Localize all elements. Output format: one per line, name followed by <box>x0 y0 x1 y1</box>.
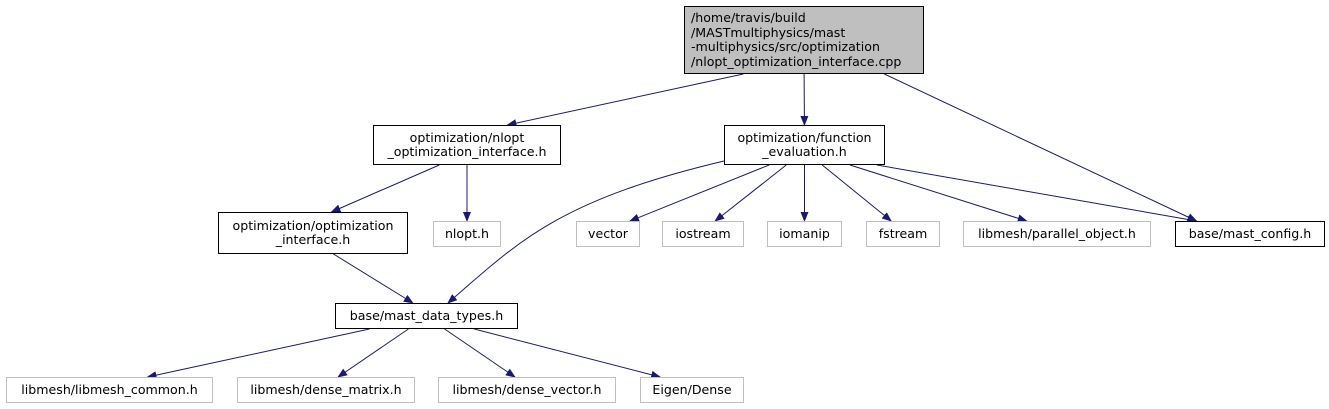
dependency-edge-mast_data_types-to-eigen_dense <box>474 328 662 379</box>
parallel-object-header-node[interactable]: libmesh/parallel_object.h <box>963 221 1151 247</box>
libmesh-common-header-node[interactable]: libmesh/libmesh_common.h <box>6 377 213 403</box>
dependency-edge-func_eval-to-fstream <box>821 164 892 222</box>
node-label-line: /home/travis/build <box>691 10 806 25</box>
dependency-edge-func_eval-to-mast_config <box>876 164 1198 224</box>
eigen-dense-header-node[interactable]: Eigen/Dense <box>640 377 744 403</box>
node-label-line: -multiphysics/src/optimization <box>691 39 880 54</box>
node-label-line: optimization/function <box>737 129 872 145</box>
dependency-edge-opt_iface-to-mast_data_types <box>333 253 414 304</box>
dependency-edge-root-to-mast_config <box>884 73 1198 222</box>
dependency-edge-root-to-nlopt_iface <box>506 73 744 128</box>
node-label-line: /nlopt_optimization_interface.cpp <box>691 53 902 69</box>
node-label-line: iostream <box>675 225 731 241</box>
nlopt-optimization-interface-header-node[interactable]: optimization/nlopt _optimization_interfa… <box>373 125 561 165</box>
node-label-line: base/mast_data_types.h <box>349 307 504 323</box>
dense-vector-header-node[interactable]: libmesh/dense_vector.h <box>438 377 616 403</box>
nlopt-header-node[interactable]: nlopt.h <box>433 221 501 247</box>
node-label-line: libmesh/dense_vector.h <box>452 381 602 397</box>
dependency-edge-mast_data_types-to-dense_matrix <box>337 328 409 378</box>
node-label-line: /MASTmultiphysics/mast <box>691 24 846 40</box>
dependency-edge-nlopt_iface-to-opt_iface <box>330 164 440 213</box>
node-label-line: optimization/optimization <box>232 217 394 233</box>
dependency-edge-mast_data_types-to-libmesh_common <box>146 328 370 380</box>
node-label-line: iomanip <box>779 225 830 241</box>
dependency-edge-func_eval-to-vector <box>629 164 770 222</box>
dependency-edge-mast_data_types-to-dense_vector <box>444 328 516 378</box>
fstream-header-node[interactable]: fstream <box>866 221 940 247</box>
node-label-line: _interface.h <box>275 232 351 247</box>
optimization-interface-header-node[interactable]: optimization/optimization _interface.h <box>218 212 408 254</box>
dependency-edge-func_eval-to-parallel_object <box>849 164 1028 223</box>
node-label-line: _optimization_interface.h <box>387 144 547 159</box>
mast-config-header-node[interactable]: base/mast_config.h <box>1175 221 1325 247</box>
vector-header-node[interactable]: vector <box>576 221 640 247</box>
dense-matrix-header-node[interactable]: libmesh/dense_matrix.h <box>237 377 415 403</box>
node-label-line: fstream <box>878 225 928 241</box>
dependency-edge-func_eval-to-mast_data_types <box>447 160 725 304</box>
node-label-line: vector <box>588 225 628 241</box>
node-label-line: base/mast_config.h <box>1188 225 1312 241</box>
node-label-line: libmesh/parallel_object.h <box>978 225 1136 241</box>
iostream-header-node[interactable]: iostream <box>662 221 744 247</box>
dependency-edge-func_eval-to-iostream <box>714 164 787 222</box>
node-label-line: libmesh/libmesh_common.h <box>21 381 198 397</box>
iomanip-header-node[interactable]: iomanip <box>767 221 842 247</box>
node-label-line: _evaluation.h <box>762 144 847 159</box>
root-source-file-node[interactable]: /home/travis/build /MASTmultiphysics/mas… <box>684 6 924 74</box>
node-label-line: Eigen/Dense <box>652 381 732 397</box>
node-label-line: libmesh/dense_matrix.h <box>250 381 402 397</box>
node-label-line: nlopt.h <box>444 225 490 241</box>
mast-data-types-header-node[interactable]: base/mast_data_types.h <box>335 303 518 329</box>
node-label-line: optimization/nlopt <box>409 129 525 145</box>
function-evaluation-header-node[interactable]: optimization/function _evaluation.h <box>724 125 885 165</box>
